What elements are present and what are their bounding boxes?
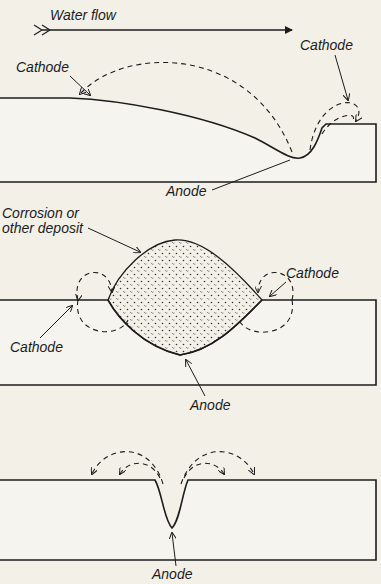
leader-line <box>40 306 72 338</box>
flow-label: Water flow <box>50 8 116 23</box>
current-path <box>310 103 359 150</box>
pipe-wall <box>0 98 376 182</box>
leader-line <box>186 360 205 396</box>
leader-line <box>172 533 176 566</box>
leader-line <box>88 228 140 252</box>
leader-line <box>212 160 290 190</box>
cathode-label: Cathode <box>286 266 339 281</box>
current-path <box>184 463 224 478</box>
anode-label: Anode <box>166 184 206 199</box>
cathode-label: Cathode <box>300 38 353 53</box>
current-path <box>181 452 254 484</box>
current-path <box>120 463 160 478</box>
leader-line <box>335 55 348 100</box>
anode-label: Anode <box>152 567 192 582</box>
arrow-feather <box>34 25 50 35</box>
anode-label: Anode <box>190 398 230 413</box>
leader-line <box>270 282 286 296</box>
deposit-label: Corrosion or other deposit <box>2 206 92 236</box>
current-path <box>92 452 163 484</box>
cathode-label: Cathode <box>10 340 63 355</box>
deposit <box>108 240 262 355</box>
current-path <box>80 62 292 152</box>
flow-arrow <box>42 29 292 31</box>
pipe-wall <box>0 480 376 560</box>
cathode-label: Cathode <box>16 60 69 75</box>
current-path <box>77 272 112 300</box>
current-path <box>322 115 354 134</box>
current-path <box>240 300 293 332</box>
leader-line <box>70 76 90 95</box>
current-path <box>77 300 128 332</box>
